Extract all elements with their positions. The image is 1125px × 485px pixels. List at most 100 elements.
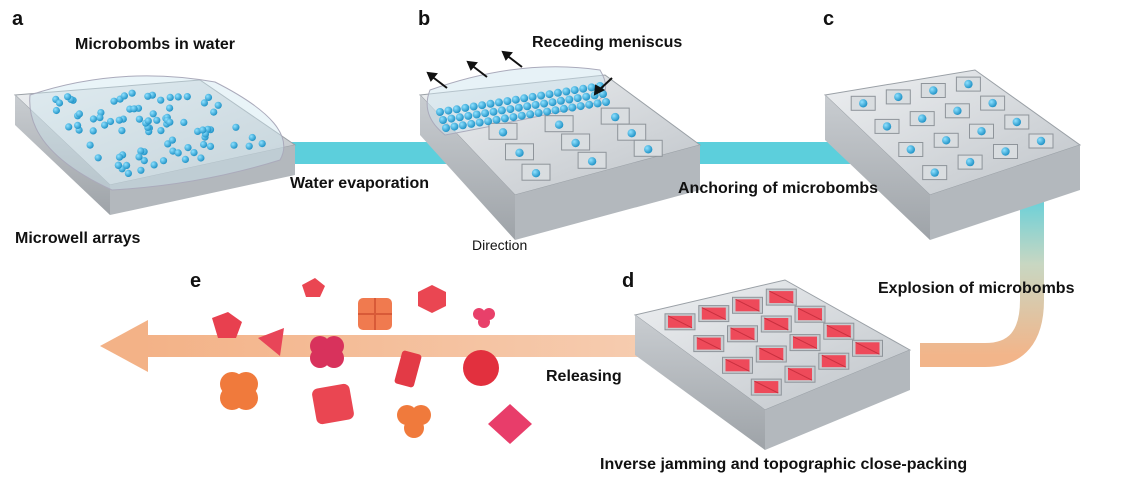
microbomb bbox=[144, 92, 152, 100]
microbomb bbox=[210, 108, 218, 116]
microbomb bbox=[144, 117, 152, 125]
particle-seam bbox=[787, 367, 813, 381]
microbomb bbox=[464, 111, 473, 120]
microbomb bbox=[1012, 117, 1021, 127]
microbomb bbox=[442, 124, 450, 132]
microbomb bbox=[114, 161, 122, 169]
microbomb bbox=[859, 99, 868, 108]
microbomb bbox=[128, 89, 136, 97]
microbomb bbox=[137, 147, 145, 155]
microbomb bbox=[531, 100, 540, 109]
microbomb bbox=[537, 91, 546, 100]
microbomb bbox=[562, 87, 571, 96]
microbomb bbox=[159, 157, 168, 165]
panel-b-title: Receding meniscus bbox=[532, 34, 683, 51]
microbomb bbox=[153, 116, 161, 124]
microbomb bbox=[450, 122, 459, 131]
microbomb bbox=[118, 127, 126, 135]
microbomb bbox=[503, 97, 512, 106]
microbomb bbox=[497, 106, 506, 115]
particle-small-pentagon bbox=[302, 278, 325, 297]
step-water-evaporation: Water evaporation bbox=[290, 175, 429, 192]
particle-seam bbox=[792, 336, 818, 350]
microbomb bbox=[455, 113, 464, 122]
microbomb bbox=[115, 116, 123, 124]
microbomb bbox=[166, 118, 174, 126]
panel-letter-e: e bbox=[190, 270, 202, 292]
particle-seam bbox=[735, 298, 760, 312]
microbomb bbox=[181, 155, 189, 163]
microbomb bbox=[627, 129, 636, 138]
microbomb bbox=[494, 98, 503, 107]
microbomb bbox=[94, 154, 102, 162]
microbomb bbox=[157, 127, 165, 135]
microbomb bbox=[551, 106, 560, 115]
microbomb bbox=[540, 99, 549, 108]
microbomb bbox=[101, 121, 109, 129]
microbomb bbox=[585, 100, 594, 109]
microbomb bbox=[602, 98, 610, 106]
microbomb bbox=[486, 99, 495, 108]
microbomb bbox=[140, 157, 148, 165]
microbomb bbox=[232, 123, 240, 131]
microbomb bbox=[528, 92, 537, 101]
microbomb bbox=[200, 140, 208, 149]
microbomb bbox=[965, 157, 975, 167]
microbomb bbox=[110, 97, 118, 105]
particle-seam bbox=[759, 347, 784, 361]
microbomb bbox=[481, 109, 490, 118]
channel-b-c bbox=[690, 142, 870, 164]
microbomb bbox=[64, 93, 72, 101]
microbomb bbox=[587, 157, 597, 166]
particle-rod bbox=[394, 350, 422, 388]
microbomb bbox=[467, 119, 476, 128]
microbomb bbox=[587, 83, 596, 92]
microbomb bbox=[120, 92, 128, 100]
particle-seam bbox=[821, 354, 847, 368]
microbomb bbox=[258, 140, 266, 148]
microbomb bbox=[458, 121, 467, 130]
particle-seam bbox=[730, 327, 755, 341]
microbomb bbox=[478, 101, 487, 110]
microbomb bbox=[137, 166, 145, 174]
microbomb bbox=[930, 168, 939, 177]
particle-seam bbox=[667, 315, 693, 329]
microbomb bbox=[52, 106, 61, 115]
microbomb bbox=[559, 104, 568, 113]
panel-b-subtitle: Direction bbox=[472, 237, 528, 253]
microbomb bbox=[89, 115, 97, 123]
microbomb bbox=[469, 102, 478, 111]
microbomb bbox=[988, 98, 997, 108]
particle-cross-pink bbox=[310, 336, 344, 368]
microbomb bbox=[106, 117, 115, 126]
microbomb bbox=[918, 114, 927, 123]
microbomb bbox=[500, 114, 509, 123]
particle-triangle bbox=[258, 328, 284, 356]
microbomb bbox=[942, 136, 951, 145]
particle-seam bbox=[826, 324, 852, 338]
microbomb bbox=[180, 118, 188, 126]
microbomb bbox=[593, 99, 602, 108]
released-particles bbox=[212, 278, 532, 444]
microbomb bbox=[475, 118, 484, 127]
microbomb bbox=[534, 108, 543, 117]
microbomb bbox=[543, 107, 552, 116]
microbomb bbox=[130, 105, 138, 113]
microbomb bbox=[545, 90, 554, 99]
microwells-c bbox=[850, 76, 1054, 181]
microbomb bbox=[444, 106, 453, 115]
packed-particles-d bbox=[664, 288, 883, 396]
step-explosion: Explosion of microbombs bbox=[878, 280, 1075, 297]
microbomb bbox=[248, 133, 256, 142]
microbomb bbox=[531, 169, 541, 178]
particle-square bbox=[312, 383, 354, 425]
meniscus-arrows bbox=[426, 50, 613, 96]
microbomb bbox=[174, 149, 182, 157]
microbomb bbox=[230, 141, 238, 149]
microbomb bbox=[582, 92, 591, 101]
microbomb bbox=[115, 153, 124, 161]
microbomb bbox=[571, 138, 580, 148]
microbomb bbox=[184, 144, 192, 152]
microbomb bbox=[439, 116, 447, 124]
microbomb bbox=[65, 123, 73, 131]
